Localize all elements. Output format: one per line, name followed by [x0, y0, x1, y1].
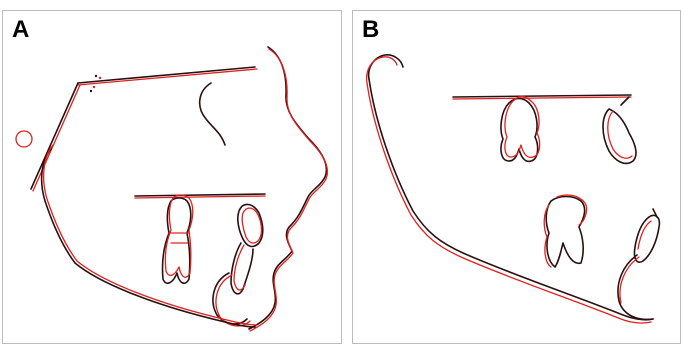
- upper-molar-black: [501, 99, 538, 162]
- incisor-root-tip: [621, 97, 629, 105]
- soft-tissue-profile-red: [250, 49, 327, 331]
- panel-a: A: [2, 10, 342, 344]
- molar-red: [165, 195, 192, 277]
- orbit-outline: [200, 83, 225, 145]
- upper-molar-red: [505, 97, 540, 158]
- sn-line-black: [78, 67, 255, 83]
- mandible-outline-red: [44, 145, 257, 325]
- sella-circle: [16, 131, 32, 147]
- mandible-outline-black: [42, 149, 255, 327]
- lower-molar-black: [546, 197, 584, 268]
- lower-incisor-b-red: [638, 221, 651, 249]
- cranial-base-line-red: [33, 85, 80, 191]
- molar-crown-lines: [169, 233, 189, 243]
- mandible-superimposition-diagram: [353, 11, 681, 345]
- symphysis-black: [213, 273, 247, 324]
- symphysis-b-red: [620, 257, 639, 303]
- lower-incisor-b-black: [634, 215, 659, 262]
- sn-line-red: [78, 69, 257, 85]
- condyle-black: [369, 55, 403, 79]
- condyle-red: [367, 57, 397, 83]
- profile-superimposition-diagram: [3, 11, 343, 345]
- lower-incisor-black: [231, 243, 253, 294]
- panel-b: B: [352, 10, 681, 344]
- lower-incisor-red: [234, 245, 245, 290]
- cranial-base-line: [31, 83, 78, 189]
- symphysis-b-black: [618, 255, 653, 319]
